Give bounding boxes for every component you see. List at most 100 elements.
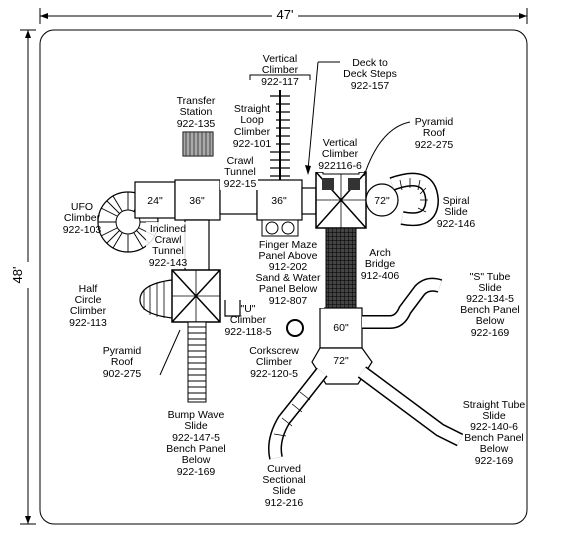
svg-text:Slide: Slide <box>478 282 502 294</box>
svg-text:Slide: Slide <box>444 206 468 218</box>
svg-text:922-134-5: 922-134-5 <box>466 293 514 305</box>
svg-text:Climber: Climber <box>234 126 271 138</box>
svg-text:Sectional: Sectional <box>262 474 305 486</box>
svg-text:Corkscrew: Corkscrew <box>249 345 299 357</box>
svg-text:Panel Above: Panel Above <box>259 250 318 262</box>
svg-text:912-216: 912-216 <box>265 497 304 509</box>
svg-text:Vertical: Vertical <box>323 137 357 149</box>
pyramid-roof-left <box>171 269 221 323</box>
label-corkscrew-climber: Corkscrew Climber 922-120-5 <box>249 345 299 380</box>
svg-text:912-406: 912-406 <box>361 270 400 282</box>
svg-text:Slide: Slide <box>184 420 208 432</box>
u-climber <box>224 300 241 317</box>
svg-text:Finger Maze: Finger Maze <box>259 239 318 251</box>
label-curved-sectional-slide: Curved Sectional Slide 912-216 <box>262 463 305 509</box>
svg-text:Climber: Climber <box>230 314 267 326</box>
svg-text:922-147-5: 922-147-5 <box>172 432 220 444</box>
svg-text:Inclined: Inclined <box>150 223 186 235</box>
deck-36-center-label: 36" <box>271 195 287 207</box>
label-vertical-climber-116: Vertical Climber 922116-6 <box>314 136 364 172</box>
svg-text:Circle: Circle <box>75 294 102 306</box>
svg-text:Crawl: Crawl <box>227 155 254 167</box>
label-straight-loop-climber: Straight Loop Climber 922-101 <box>228 102 276 150</box>
vertical-climber-bracket <box>249 74 311 80</box>
svg-text:922-169: 922-169 <box>177 466 216 478</box>
svg-text:Deck to: Deck to <box>352 57 388 69</box>
deck-60 <box>319 307 363 349</box>
label-ufo-climber: UFO Climber 922-103 <box>63 201 102 236</box>
svg-text:Below: Below <box>480 443 509 455</box>
svg-text:902-275: 902-275 <box>103 368 142 380</box>
arch-bridge <box>325 227 357 309</box>
svg-text:Spiral: Spiral <box>443 195 470 207</box>
svg-text:Climber: Climber <box>64 212 101 224</box>
label-crawl-tunnel: Crawl Tunnel 922-15 <box>220 154 258 190</box>
svg-text:922-103: 922-103 <box>63 224 102 236</box>
svg-text:922-117: 922-117 <box>261 76 299 88</box>
svg-text:Loop: Loop <box>240 114 264 126</box>
svg-text:922-120-5: 922-120-5 <box>250 368 298 380</box>
svg-text:912-202: 912-202 <box>269 261 308 273</box>
svg-text:922116-6: 922116-6 <box>318 160 362 172</box>
deck-72-top <box>365 183 399 217</box>
height-label: 48' <box>10 267 25 284</box>
svg-text:Station: Station <box>180 106 213 118</box>
svg-text:Climber: Climber <box>256 356 293 368</box>
svg-text:Tunnel: Tunnel <box>224 166 256 178</box>
svg-text:Tunnel: Tunnel <box>152 245 184 257</box>
svg-text:Panel Below: Panel Below <box>259 283 318 295</box>
corkscrew-climber <box>286 319 304 337</box>
label-straight-tube-slide: Straight Tube Slide 922-140-6 Bench Pane… <box>463 399 526 467</box>
finger-maze-panel <box>261 219 299 237</box>
svg-text:Climber: Climber <box>262 64 299 76</box>
spiral-slide <box>389 172 440 227</box>
deck-steps-pointer <box>305 61 340 175</box>
deck-72-bottom-label: 72" <box>333 355 349 367</box>
pyramid-roof-left-pointer <box>159 329 181 376</box>
svg-text:"S" Tube: "S" Tube <box>470 271 511 283</box>
s-tube-slide <box>362 277 443 329</box>
straight-tube-slide <box>357 366 464 447</box>
svg-text:Pyramid: Pyramid <box>103 345 142 357</box>
svg-text:912-807: 912-807 <box>269 295 308 307</box>
svg-text:Crawl: Crawl <box>155 234 182 246</box>
width-dimension: 47' <box>39 7 528 24</box>
svg-text:Roof: Roof <box>423 127 445 139</box>
label-pyramid-roof-left: Pyramid Roof 902-275 <box>103 345 142 380</box>
svg-text:922-169: 922-169 <box>475 455 514 467</box>
svg-text:922-135: 922-135 <box>177 118 216 130</box>
svg-text:922-157: 922-157 <box>351 80 390 92</box>
svg-text:922-275: 922-275 <box>415 139 454 151</box>
svg-text:Slide: Slide <box>272 485 296 497</box>
svg-text:922-118-5: 922-118-5 <box>224 326 271 338</box>
label-deck-to-deck-steps: Deck to Deck Steps 922-157 <box>343 57 397 92</box>
width-label: 47' <box>277 7 294 22</box>
svg-text:Bench Panel: Bench Panel <box>464 432 524 444</box>
label-vertical-climber-117: Vertical Climber 922-117 <box>261 53 299 88</box>
label-pyramid-roof-top: Pyramid Roof 922-275 <box>363 116 454 177</box>
svg-text:922-143: 922-143 <box>149 257 188 269</box>
svg-text:Below: Below <box>182 454 211 466</box>
deck-connector <box>301 187 317 215</box>
svg-text:Slide: Slide <box>482 410 506 422</box>
svg-text:922-15: 922-15 <box>224 178 257 190</box>
label-arch-bridge: Arch Bridge 912-406 <box>361 247 400 282</box>
svg-text:Straight: Straight <box>234 103 270 115</box>
label-finger-maze-sand-water: Finger Maze Panel Above 912-202 Sand & W… <box>254 238 324 308</box>
svg-text:UFO: UFO <box>71 201 93 213</box>
svg-text:Sand & Water: Sand & Water <box>256 272 321 284</box>
svg-text:Bench Panel: Bench Panel <box>460 304 520 316</box>
svg-text:Straight Tube: Straight Tube <box>463 399 526 411</box>
height-dimension: 48' <box>10 29 38 525</box>
deck-72-top-label: 72" <box>374 195 390 207</box>
svg-text:"U": "U" <box>240 303 255 315</box>
label-bump-wave-slide: Bump Wave Slide 922-147-5 Bench Panel Be… <box>166 409 226 478</box>
svg-text:922-140-6: 922-140-6 <box>470 421 518 433</box>
svg-text:Arch: Arch <box>369 247 391 259</box>
svg-text:922-113: 922-113 <box>69 317 107 329</box>
label-u-climber: "U" Climber 922-118-5 <box>224 303 271 338</box>
label-half-circle-climber: Half Circle Climber 922-113 <box>69 283 107 329</box>
svg-text:Deck Steps: Deck Steps <box>343 68 397 80</box>
deck-60-label: 60" <box>333 322 349 334</box>
